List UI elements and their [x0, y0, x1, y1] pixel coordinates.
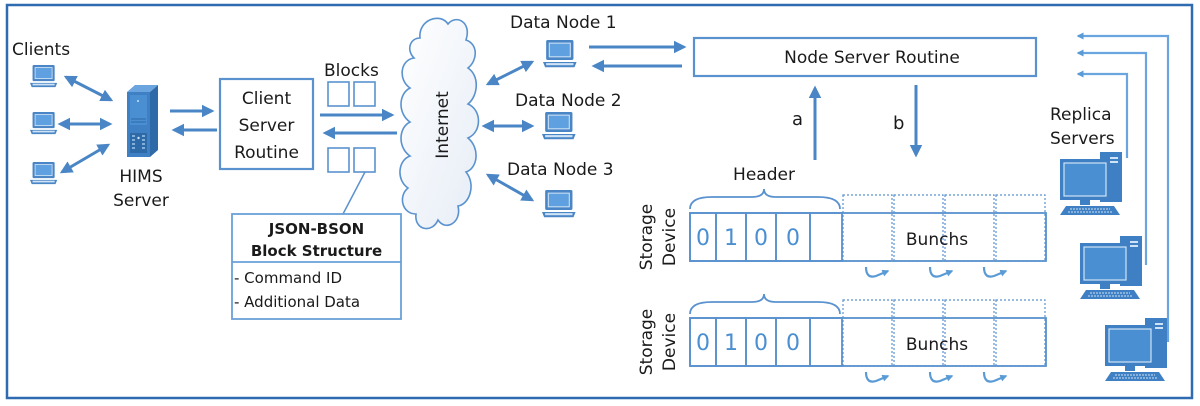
client1-server-arrow	[63, 75, 114, 102]
header-brace	[689, 293, 841, 315]
storage-device-label-line1: Storage	[637, 309, 657, 376]
blocks-label: Blocks	[324, 61, 379, 81]
header-bit-value: 0	[786, 226, 800, 251]
client-server-routine-box[interactable]	[218, 77, 315, 171]
replica-servers-label-line2: Servers	[1050, 129, 1115, 149]
storage-device-label-line1: Storage	[637, 204, 657, 271]
block-square	[353, 81, 376, 107]
data-node-3-laptop-icon[interactable]	[541, 189, 577, 218]
storage-device-label-line2: Device	[660, 313, 680, 371]
flow-b-label: b	[893, 113, 904, 134]
block-structure-connector	[342, 171, 366, 215]
bunch-link-arrow	[982, 371, 1008, 383]
json-bson-title-line2: Block Structure	[251, 242, 382, 260]
bunch-cell[interactable]	[995, 299, 1046, 367]
header-bit-value: 0	[786, 331, 800, 356]
block-square	[327, 147, 350, 173]
internet-node1-arrow	[485, 60, 535, 86]
node-server-routine-box[interactable]	[692, 36, 1038, 78]
replica-link-line	[1076, 70, 1129, 158]
header-bit-cell	[809, 317, 843, 367]
header-bit-value: 0	[696, 226, 710, 251]
client-laptop-icon[interactable]	[29, 161, 58, 185]
header-brace	[689, 188, 841, 210]
internet-label: Internet	[433, 91, 453, 159]
bunch-cell[interactable]	[944, 299, 995, 367]
client-laptop-icon[interactable]	[29, 111, 58, 135]
replica-server-3-desktop-icon[interactable]	[1104, 317, 1168, 382]
json-bson-item: - Additional Data	[234, 293, 360, 311]
cloud-icon	[399, 17, 480, 230]
client-server-routine-line2: Server	[239, 116, 295, 136]
bunch-link-arrow	[928, 371, 954, 383]
bunch-cell[interactable]	[995, 194, 1046, 262]
bunch-link-arrow	[928, 266, 954, 278]
header-bit-value: 1	[724, 331, 738, 356]
block-square	[353, 147, 376, 173]
header-bit-value: 1	[724, 226, 738, 251]
bunch-cell[interactable]	[944, 194, 995, 262]
storage-row-outline	[689, 317, 1047, 367]
bunchs-label: Bunchs	[906, 230, 968, 250]
server-tower-icon[interactable]	[127, 85, 158, 157]
storage-device-label-line2: Device	[660, 208, 680, 266]
header-label: Header	[733, 165, 795, 185]
node-server-routine-label: Node Server Routine	[784, 48, 960, 68]
client-laptop-icon[interactable]	[29, 64, 58, 88]
outgoing-blocks	[327, 81, 376, 107]
data-node-1-label: Data Node 1	[510, 13, 617, 33]
header-bit-value: 0	[696, 331, 710, 356]
bunch-cell[interactable]	[893, 299, 944, 367]
block-square	[327, 81, 350, 107]
clients-label: Clients	[12, 40, 70, 60]
outer-frame	[5, 3, 1194, 400]
data-node-2-label: Data Node 2	[515, 91, 622, 111]
bunch-link-arrow	[864, 266, 890, 278]
bunch-cell[interactable]	[842, 194, 893, 262]
bunch-link-arrow	[982, 266, 1008, 278]
bunch-cell[interactable]	[842, 299, 893, 367]
data-node-2-laptop-icon[interactable]	[541, 111, 577, 140]
data-node-1-laptop-icon[interactable]	[542, 39, 578, 68]
header-bit-value: 0	[754, 331, 768, 356]
replica-server-2-desktop-icon[interactable]	[1079, 235, 1143, 300]
bunchs-label: Bunchs	[906, 335, 968, 355]
storage-row-outline	[689, 212, 1047, 262]
data-node-3-label: Data Node 3	[507, 160, 614, 180]
replica-servers-label-line1: Replica	[1050, 105, 1112, 125]
json-bson-item: - Command ID	[234, 269, 342, 287]
bunch-cell[interactable]	[893, 194, 944, 262]
bunch-link-arrow	[864, 371, 890, 383]
hims-server-label-line1: HIMS	[119, 167, 162, 187]
replica-server-1-desktop-icon[interactable]	[1059, 151, 1123, 216]
incoming-blocks	[327, 147, 376, 173]
replica-link-line	[1076, 32, 1170, 342]
header-bit-value: 0	[754, 226, 768, 251]
json-bson-block-structure-box	[231, 213, 402, 320]
json-bson-title-line1: JSON-BSON	[268, 220, 364, 238]
internet-node3-arrow	[485, 173, 535, 202]
client-server-routine-line3: Routine	[234, 143, 299, 163]
replica-link-line	[1076, 49, 1148, 265]
client3-server-arrow	[59, 143, 111, 174]
flow-a-label: a	[792, 109, 803, 130]
client-server-routine-line1: Client	[242, 89, 292, 109]
header-bit-cell	[809, 212, 843, 262]
hims-server-label-line2: Server	[113, 191, 169, 211]
